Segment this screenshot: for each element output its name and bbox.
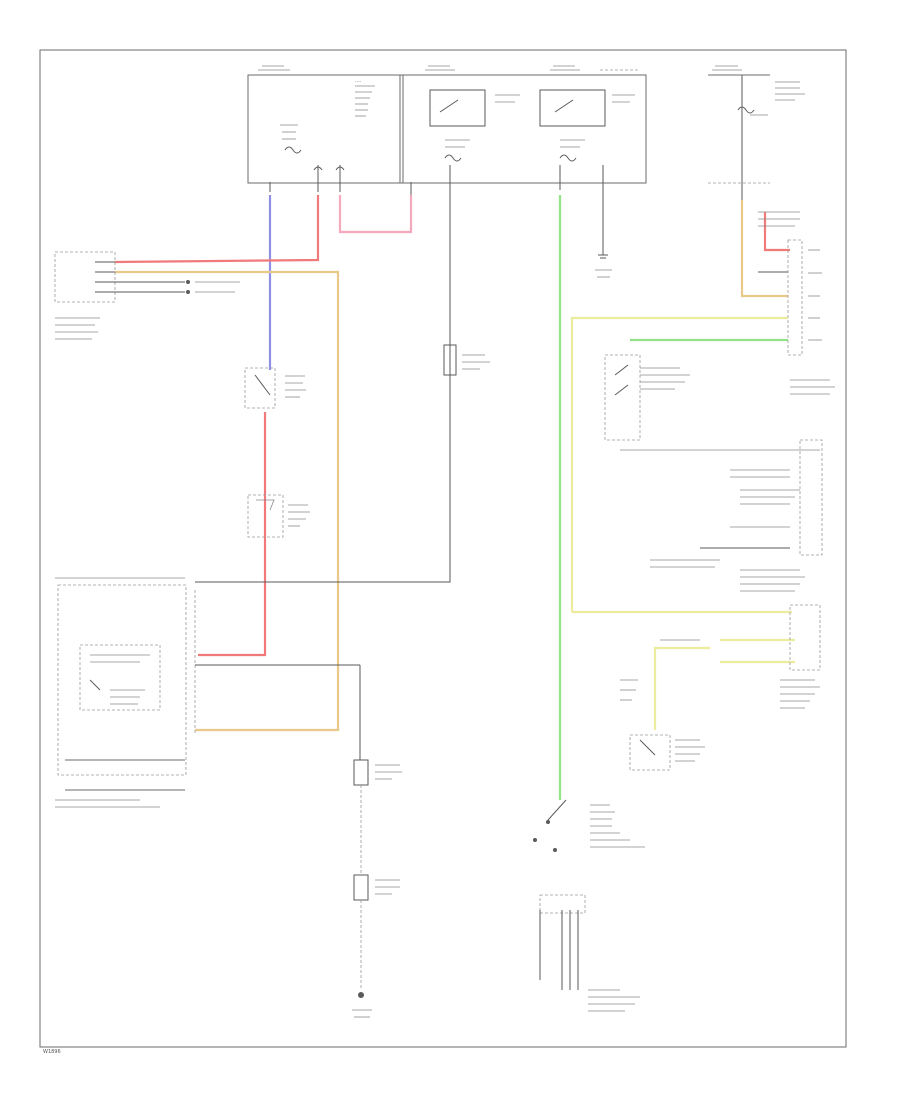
wire-red-main	[198, 412, 267, 657]
connector-top-left	[54, 251, 240, 340]
svg-text:....: ....	[355, 78, 362, 84]
switch-right-mid	[604, 354, 820, 451]
component-stack-lower	[352, 759, 402, 1018]
switch-left-mid	[244, 367, 306, 409]
wire-pink-loop	[338, 195, 413, 234]
connector-right-mid	[650, 439, 823, 592]
wire-pink-top	[114, 195, 320, 264]
wire-black-center	[195, 200, 451, 583]
fuse-center	[443, 344, 490, 376]
module-bottom-left	[55, 577, 361, 808]
wire-yellow-lower	[653, 646, 710, 730]
diagram-frame	[39, 49, 847, 1048]
relay-box-center	[399, 65, 647, 200]
fuse-box-left: ....	[247, 65, 404, 192]
ground-symbol-center	[595, 200, 612, 278]
wire-tan-right	[740, 200, 788, 298]
wire-tan-left	[115, 270, 340, 732]
switch-bottom-center	[533, 799, 645, 1012]
switch-right-lower	[620, 679, 705, 771]
wire-red-right	[763, 212, 790, 252]
ecu-left-mid	[247, 494, 310, 538]
footer-code: W1896	[43, 1049, 61, 1055]
connector-right-lower	[660, 604, 821, 709]
connector-right-top	[758, 211, 835, 395]
wire-yellow-1	[570, 316, 788, 612]
fuse-box-right	[708, 65, 805, 200]
